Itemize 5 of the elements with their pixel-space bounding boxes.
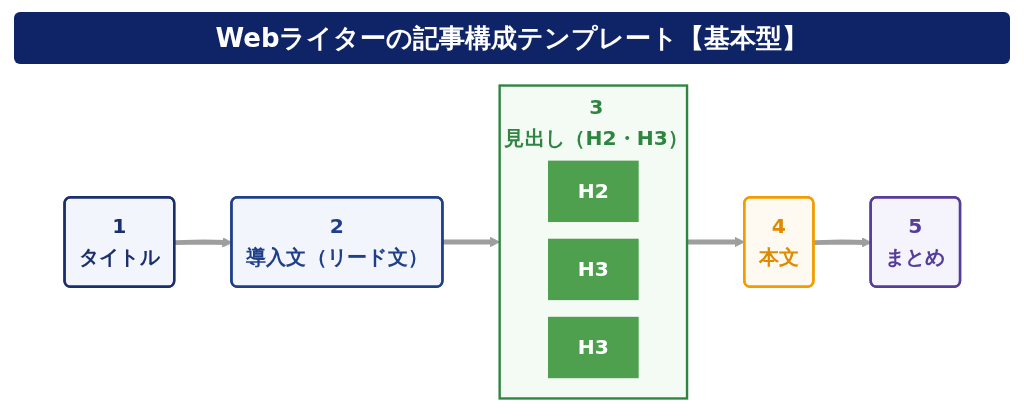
node-box: H3 [547, 316, 639, 379]
title-banner: Webライターの記事構成テンプレート【基本型】 [14, 12, 1010, 64]
node-box: H2 [547, 160, 639, 223]
arrow [442, 236, 500, 248]
node-box: H3 [547, 238, 639, 301]
